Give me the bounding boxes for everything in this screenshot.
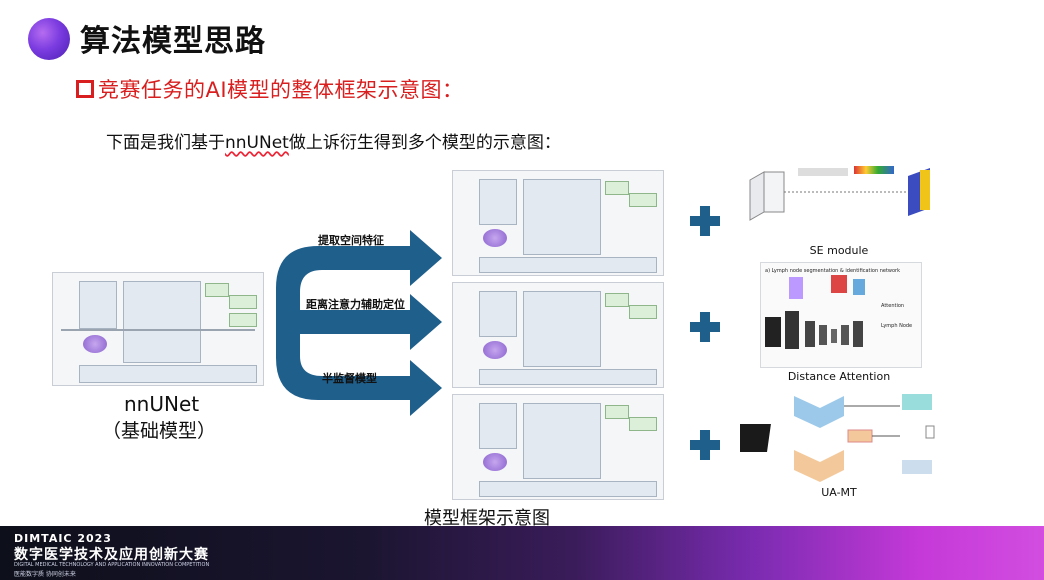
description-prefix: 下面是我们基于 [106,133,225,153]
module-caption-2: Distance Attention [787,370,891,383]
footer-banner [0,526,1044,580]
footer-english: DIGITAL MEDICAL TECHNOLOGY AND APPLICATI… [14,562,210,568]
plus-icon [690,312,720,342]
svg-text:Lymph Node: Lymph Node [881,323,912,329]
description-text: 下面是我们基于nnUNet做上诉衍生得到多个模型的示意图： [106,128,561,153]
derived-diagram-3 [452,394,664,500]
footer-name: 数字医学技术及应用创新大赛 [14,547,209,563]
branch-arrow [276,230,442,428]
plus-icon [690,206,720,236]
base-model-sub: （基础模型） [102,420,217,442]
module-caption-1: SE module [809,244,869,257]
description-highlight: nnUNet [225,133,289,153]
ua-mt-figure [740,388,944,484]
title-bullet-icon [28,18,70,60]
section-subtitle: 竞赛任务的AI模型的整体框架示意图： [98,78,464,102]
diagram-caption: 模型框架示意图 [424,508,550,529]
derived-diagram-2 [452,282,664,388]
base-model-name: nnUNet [124,392,200,416]
branch-label-2: 距离注意力辅助定位 [306,298,405,311]
distance-attention-figure: a) Lymph node segmentation & identificat… [760,262,922,368]
nnunet-base-diagram [52,272,264,386]
branch-label-3: 半监督模型 [322,372,377,385]
se-module-figure [742,158,942,240]
svg-text:a) Lymph node segmentation & i: a) Lymph node segmentation & identificat… [765,268,900,274]
module-caption-3: UA-MT [821,486,857,499]
page-title: 算法模型思路 [80,24,266,59]
plus-icon [690,430,720,460]
subtitle-bullet-icon [76,80,94,98]
svg-text:Attention: Attention [881,303,904,309]
derived-diagram-1 [452,170,664,276]
footer-event: DIMTAIC 2023 [14,532,112,545]
branch-label-1: 提取空间特征 [318,234,384,247]
footer-slogan: 医能数字质 协同创未来 [14,571,76,578]
description-suffix: 做上诉衍生得到多个模型的示意图： [288,133,561,153]
